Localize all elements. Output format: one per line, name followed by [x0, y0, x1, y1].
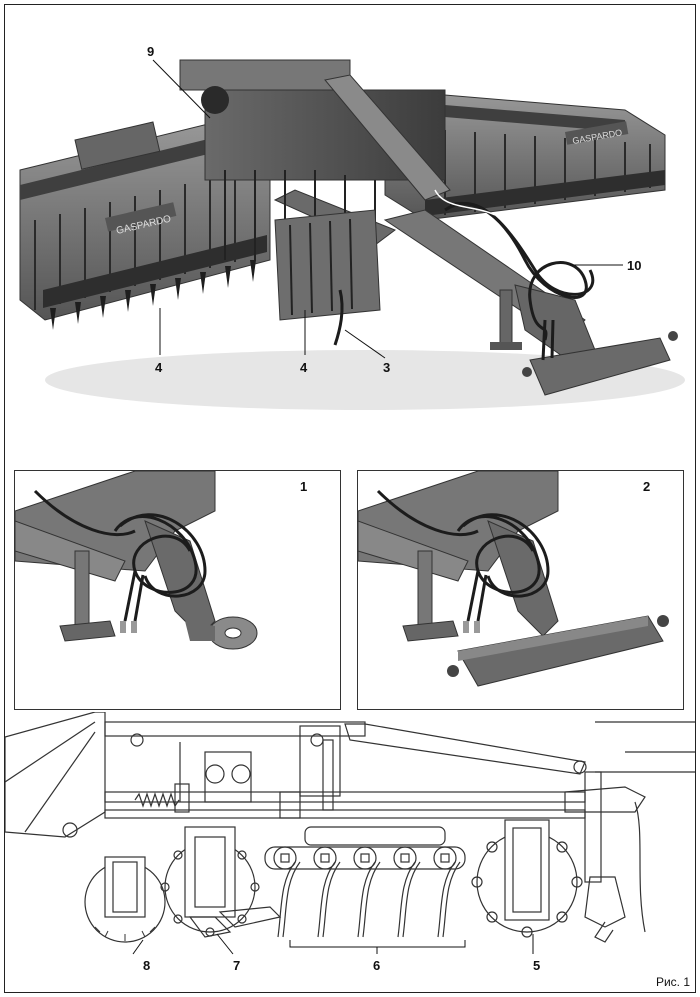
- inset-label-2: 2: [643, 479, 650, 494]
- page-frame: [4, 4, 696, 993]
- machine-overview-svg: GASPARDO GASPARDO: [19, 44, 685, 410]
- roller-8: [84, 856, 166, 943]
- cable-bundle: [434, 189, 496, 216]
- callout-3: 3: [383, 360, 390, 375]
- inset-hitch-eye: 1: [14, 470, 341, 710]
- callout-4-center: 4: [300, 360, 308, 375]
- leader-lines: [152, 59, 623, 359]
- callout-10: 10: [627, 258, 641, 273]
- drawbar: [383, 209, 678, 396]
- side-view-line-drawing: 8 7 6 5: [5, 712, 695, 982]
- side-view-svg: 8 7 6 5: [5, 712, 695, 973]
- center-frame: [179, 59, 451, 321]
- ground-shadow: [45, 350, 685, 410]
- figure-caption: Рис. 1: [655, 975, 690, 989]
- roller-5: [471, 819, 583, 938]
- callout-9: 9: [147, 44, 154, 59]
- side-leader-lines: [132, 933, 534, 955]
- inset-hitch-eye-svg: 1: [15, 471, 307, 650]
- roller-7: [160, 826, 282, 938]
- callout-8: 8: [143, 958, 150, 973]
- hose-3: [333, 289, 344, 346]
- callout-6: 6: [373, 958, 380, 973]
- inset-hitch-bar-svg: 2: [358, 471, 669, 687]
- right-wing-section: GASPARDO: [384, 89, 666, 221]
- callout-5: 5: [533, 958, 540, 973]
- inset-label-1: 1: [300, 479, 307, 494]
- machine-overview-illustration: GASPARDO GASPARDO: [5, 20, 695, 440]
- callout-7: 7: [233, 958, 240, 973]
- inset-hitch-bar: 2: [357, 470, 684, 710]
- tines-6: [264, 826, 466, 938]
- callout-4-left: 4: [155, 360, 163, 375]
- hydraulic-hoses: [444, 201, 595, 361]
